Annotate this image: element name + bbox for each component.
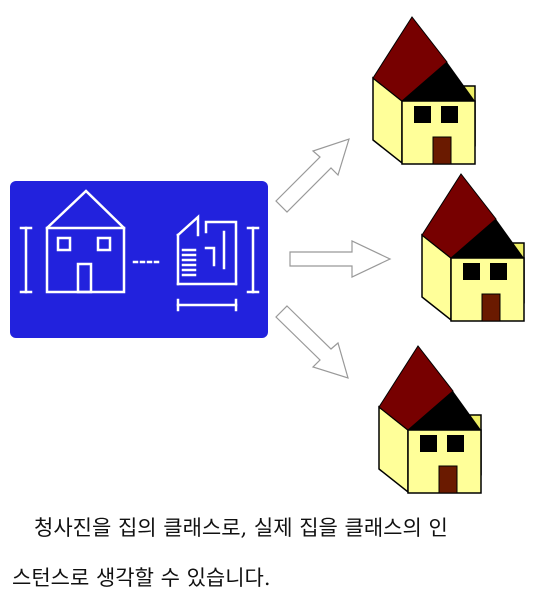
arrow-up-right (275, 138, 350, 213)
caption-line-2: 스턴스로 생각할 수 있습니다. (12, 566, 271, 590)
arrow-down-right (275, 305, 349, 379)
arrow-icon (275, 138, 392, 379)
caption-line-1: 청사진을 집의 클래스로, 실제 집을 클래스의 인 (34, 516, 448, 540)
house-icon (421, 173, 525, 322)
blueprint-icon (19, 189, 260, 312)
blueprint-background (10, 181, 268, 338)
arrow-right (289, 240, 392, 278)
house-icon (372, 16, 476, 165)
house-icon (378, 345, 482, 494)
blueprint-panel (10, 181, 268, 338)
